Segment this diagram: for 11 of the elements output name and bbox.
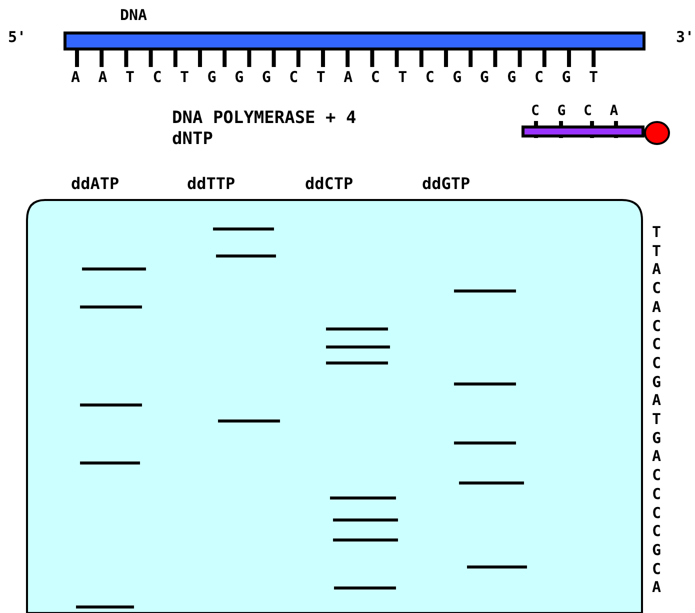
end-label: 5': [8, 30, 26, 45]
lane-label: ddATP: [71, 176, 120, 192]
sequence-readout: TTACACCCGATGACCCCGCA: [652, 223, 662, 598]
lane-label: ddCTP: [305, 176, 354, 192]
lane-label: ddTTP: [187, 176, 236, 192]
reagent-label: DNA POLYMERASE + 4 dNTP: [172, 108, 358, 150]
strand-label: DNA: [120, 8, 148, 23]
lane-label: ddGTP: [422, 176, 470, 192]
end-label: 3': [676, 30, 694, 45]
template-sequence: A A T C T G G G C T A C T C G G G C G T: [71, 70, 598, 85]
primer-sequence: C G C A: [531, 104, 618, 118]
